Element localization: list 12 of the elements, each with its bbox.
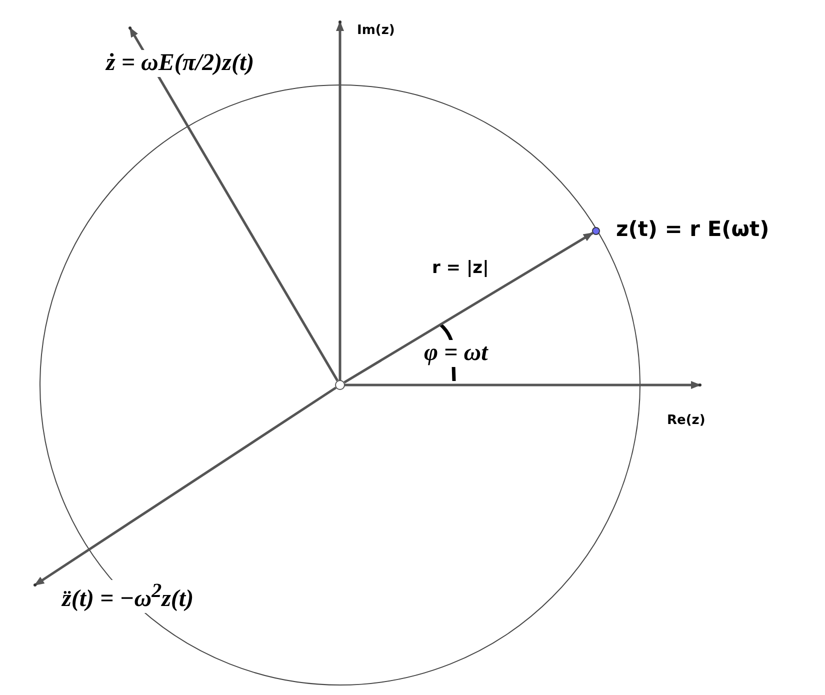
edge-label: r = |z| xyxy=(432,258,489,278)
formula: ż = ωE(π/2)z(t) xyxy=(106,50,254,77)
formula: z̈(t) = −ω$^{2}$z(t) xyxy=(62,580,194,613)
origin-point xyxy=(335,380,345,390)
acceleration-vector xyxy=(34,386,336,586)
axis-label: Im(z) xyxy=(357,23,395,38)
axis-label: Re(z) xyxy=(667,413,706,428)
position-vector xyxy=(344,232,594,384)
point xyxy=(592,227,600,235)
formula: φ = ωt xyxy=(424,340,488,367)
velocity-vector xyxy=(128,26,339,382)
point-label: z(t) = r E(ωt) xyxy=(616,217,770,241)
